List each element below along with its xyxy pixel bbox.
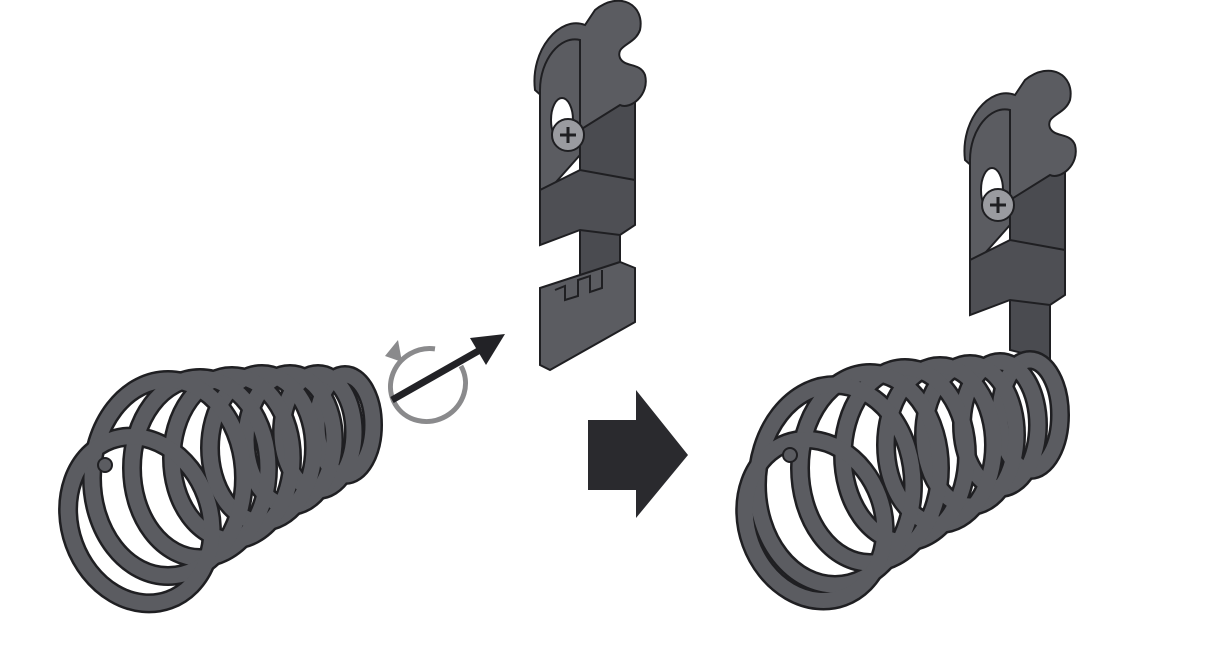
bracket-icon (532, 0, 648, 372)
result-arrow-icon (588, 390, 688, 518)
spring-icon (58, 364, 383, 614)
rotate-insert-arrow-icon (385, 334, 505, 425)
assembled-spring-bracket-icon (735, 69, 1078, 611)
